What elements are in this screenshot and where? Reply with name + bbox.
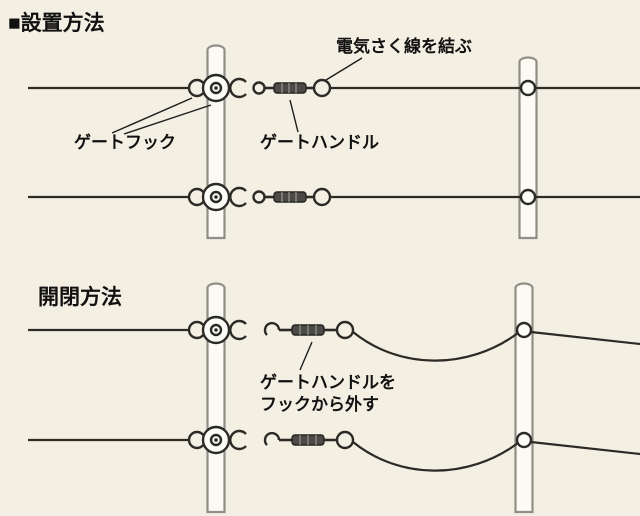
- insulator-lower: [519, 188, 537, 206]
- insulator-upper-open: [515, 321, 533, 339]
- insulator-upper: [519, 79, 537, 97]
- right-post-bottom-section: [514, 282, 534, 514]
- upper-wire-right-segment-open: [530, 330, 640, 346]
- leader-gate-handle: [289, 99, 299, 133]
- label-tie-wire: 電気さく線を結ぶ: [336, 36, 472, 56]
- gate-handle-lower-attached: [252, 187, 332, 207]
- leader-detach-handle: [299, 341, 313, 371]
- label-gate-hook: ゲートフック: [74, 132, 176, 152]
- leader-gate-hook-1: [111, 97, 193, 134]
- gate-hook-assembly-lower-open: [187, 425, 248, 455]
- installation-title: ■設置方法: [8, 11, 105, 35]
- leader-tie-wire: [325, 57, 363, 81]
- operation-title: 開閉方法: [38, 285, 122, 309]
- label-gate-handle: ゲートハンドル: [260, 132, 379, 152]
- operation-section: 開閉方法 ゲートハンドルを フックから外す: [28, 282, 640, 514]
- lower-wire-right-segment-open: [530, 440, 640, 456]
- upper-wire-slack-curve: [352, 331, 519, 362]
- gate-hook-assembly-lower: [187, 182, 248, 212]
- leader-gate-hook-2: [123, 104, 212, 135]
- gate-handle-upper-detached: [263, 320, 355, 340]
- gate-hook-assembly-upper-open: [187, 315, 248, 345]
- gate-handle-lower-detached: [263, 430, 355, 450]
- gate-hook-assembly-upper: [187, 73, 248, 103]
- gate-handle-upper-attached: [252, 78, 332, 98]
- insulator-lower-open: [515, 431, 533, 449]
- installation-section: ■設置方法 電気さく線を結ぶ ゲートフック: [8, 11, 640, 240]
- label-detach-line1: ゲートハンドルを: [260, 372, 396, 392]
- lower-wire-slack-curve: [352, 441, 519, 472]
- label-detach-line2: フックから外す: [260, 394, 379, 414]
